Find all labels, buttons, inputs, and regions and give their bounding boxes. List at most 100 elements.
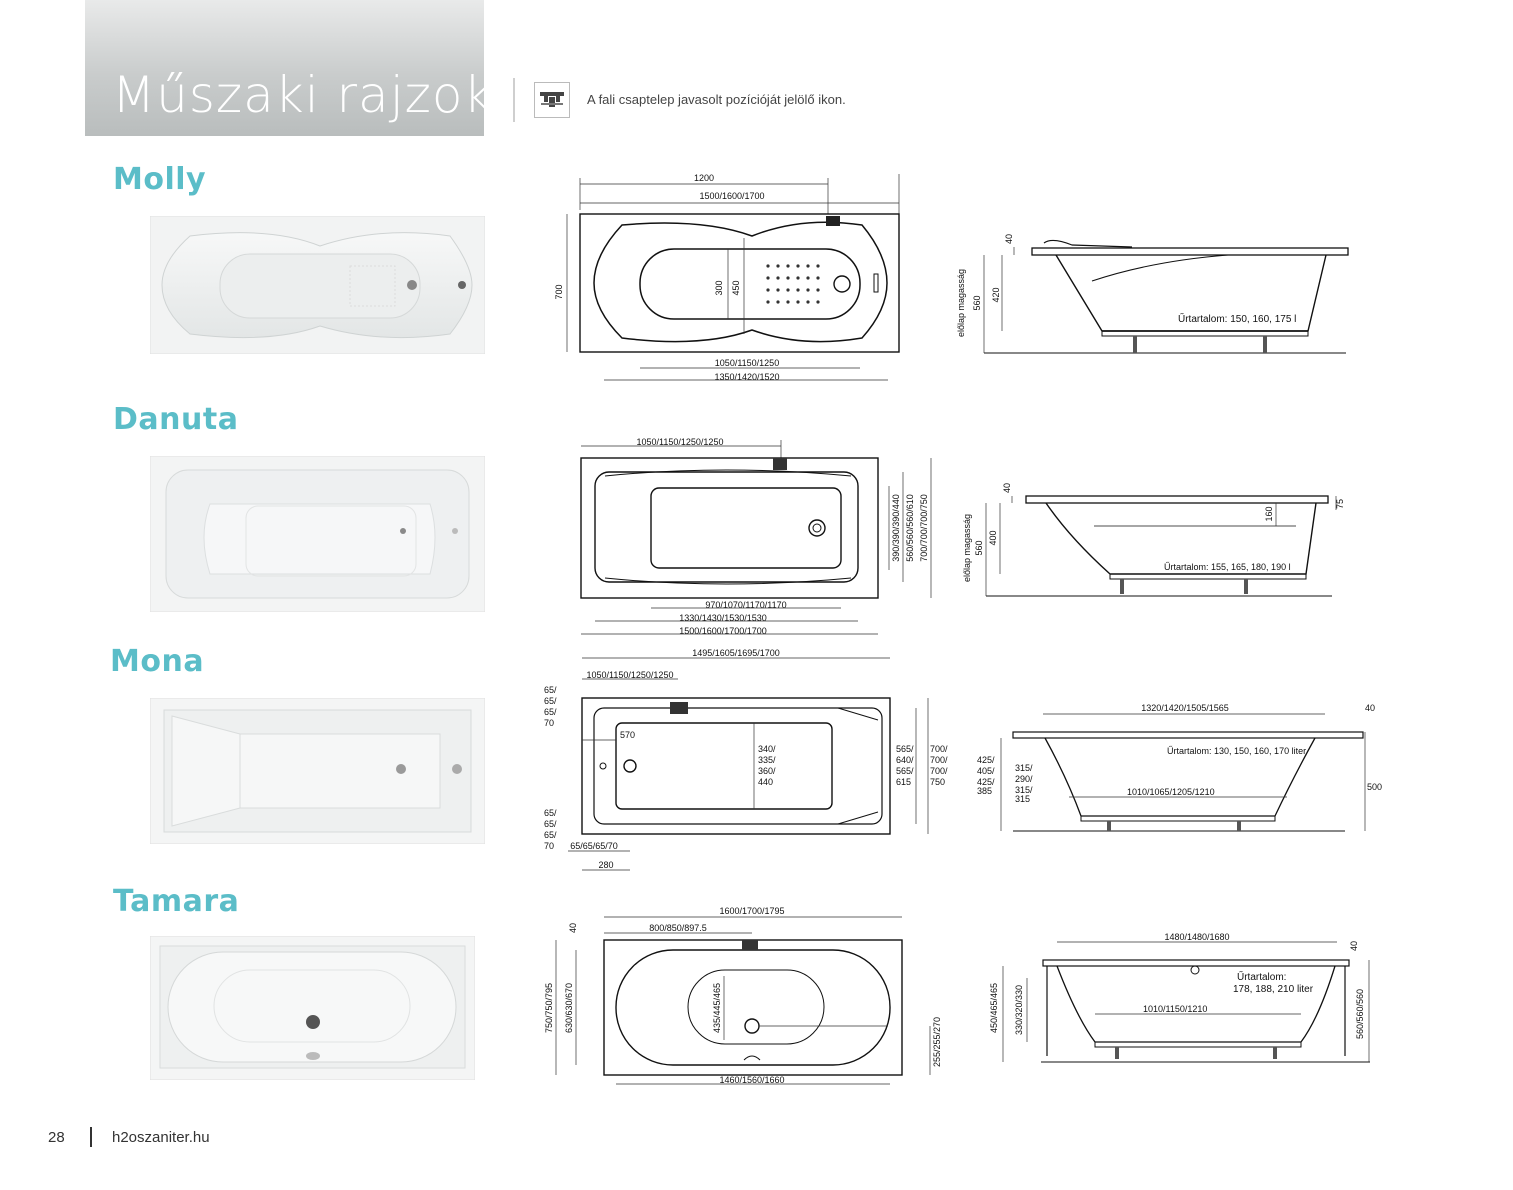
danuta-capacity: Űrtartalom: 155, 165, 180, 190 l xyxy=(1164,562,1291,572)
danuta-side-drawing: 40 400 560 előlap magasság 160 75 Űrtart… xyxy=(960,478,1350,608)
dim-tamara-t1: 40 xyxy=(568,923,578,933)
dim-mona-side-bottom: 1010/1065/1205/1210 xyxy=(1127,787,1215,797)
molly-top-drawing: 1200 1500/1600/1700 700 300 450 1050/115… xyxy=(552,170,912,390)
model-name-molly: Molly xyxy=(113,162,207,197)
tamara-top-drawing: 1600/1700/1795 800/850/897.5 40 750/750/… xyxy=(542,900,962,1100)
dim-mona-l8: 70 xyxy=(544,841,554,851)
dim-mona-side-r1: 500 xyxy=(1367,782,1382,792)
model-name-mona: Mona xyxy=(110,644,205,679)
dim-danuta-side-40: 40 xyxy=(1002,483,1012,493)
dim-mona-l4: 70 xyxy=(544,718,554,728)
dim-tamara-side-v3: 560/560/560 xyxy=(1355,989,1365,1039)
dim-mona-side-g2: 290/ xyxy=(1015,774,1033,784)
dim-tamara-side-bottom: 1010/1150/1210 xyxy=(1143,1004,1207,1014)
dim-mona-top-2: 1050/1150/1250/1250 xyxy=(587,670,674,680)
mona-side-drawing: 1320/1420/1505/1565 40 Űrtartalom: 130, … xyxy=(975,698,1395,843)
dim-tamara-bottom: 1460/1560/1660 xyxy=(719,1075,784,1085)
dim-molly-side-560: 560 xyxy=(972,295,982,310)
dim-molly-width: 700 xyxy=(554,284,564,299)
dim-mona-r1: 565/ xyxy=(896,744,914,754)
front-height-label: előlap magasság xyxy=(956,269,966,337)
dim-mona-l2: 65/ xyxy=(544,696,557,706)
dim-danuta-b1: 970/1070/1170/1170 xyxy=(705,600,786,610)
dim-mona-i2: 335/ xyxy=(758,755,776,765)
tamara-capacity-values: 178, 188, 210 liter xyxy=(1233,984,1314,995)
dim-molly-side-420: 420 xyxy=(991,287,1001,302)
dim-danuta-side-75: 75 xyxy=(1335,499,1345,509)
dim-mona-side-h1: 425/ xyxy=(977,755,995,765)
dim-tamara-side-top: 1480/1480/1680 xyxy=(1164,932,1229,942)
dim-molly-bottom-2: 1350/1420/1520 xyxy=(714,372,779,382)
dim-mona-r2: 640/ xyxy=(896,755,914,765)
wall-faucet-icon xyxy=(534,82,570,118)
dim-mona-side-h2: 405/ xyxy=(977,766,995,776)
dim-mona-b1: 65/65/65/70 xyxy=(570,841,618,851)
dim-danuta-side-400: 400 xyxy=(988,530,998,545)
dim-mona-s2: 700/ xyxy=(930,755,948,765)
dim-tamara-side-v1: 450/465/465 xyxy=(989,983,999,1033)
mona-capacity: Űrtartalom: 130, 150, 160, 170 liter xyxy=(1167,746,1306,756)
dim-tamara-top-2: 800/850/897.5 xyxy=(649,923,707,933)
dim-mona-r3: 565/ xyxy=(896,766,914,776)
dim-mona-l1: 65/ xyxy=(544,685,557,695)
dim-tamara-side-40: 40 xyxy=(1349,941,1359,951)
dim-mona-b2: 280 xyxy=(598,860,613,870)
dim-mona-side-top: 1320/1420/1505/1565 xyxy=(1141,703,1229,713)
dim-danuta-v2: 560/560/560/610 xyxy=(905,494,915,562)
molly-capacity: Űrtartalom: 150, 160, 175 l xyxy=(1178,311,1296,325)
dim-danuta-side-160: 160 xyxy=(1264,506,1274,521)
dim-mona-l3: 65/ xyxy=(544,707,557,717)
dim-molly-inner-300: 300 xyxy=(714,280,724,295)
dim-danuta-side-560: 560 xyxy=(974,540,984,555)
dim-mona-l7: 65/ xyxy=(544,830,557,840)
molly-bathtub-photo xyxy=(149,215,486,359)
dim-tamara-v2: 630/630/670 xyxy=(564,983,574,1033)
dim-mona-side-h3: 425/ xyxy=(977,777,995,787)
page-number: 28 xyxy=(48,1129,65,1146)
dim-molly-inner-450: 450 xyxy=(731,280,741,295)
dim-mona-side-40: 40 xyxy=(1365,703,1375,713)
dim-danuta-b2: 1330/1430/1530/1530 xyxy=(679,613,767,623)
website-link[interactable]: h2oszaniter.hu xyxy=(112,1129,210,1146)
dim-tamara-top: 1600/1700/1795 xyxy=(719,906,784,916)
dim-tamara-v4: 255/255/270 xyxy=(932,1017,942,1067)
dim-molly-length-inner: 1200 xyxy=(694,173,714,183)
front-height-label: előlap magasság xyxy=(962,514,972,582)
dim-mona-s1: 700/ xyxy=(930,744,948,754)
dim-mona-r4: 615 xyxy=(896,777,911,787)
dim-mona-l6: 65/ xyxy=(544,819,557,829)
model-name-tamara: Tamara xyxy=(113,884,240,919)
dim-tamara-side-v2: 330/320/330 xyxy=(1014,985,1024,1035)
molly-side-drawing: 40 420 560 előlap magasság Űrtartalom: 1… xyxy=(952,225,1352,365)
dim-mona-l5: 65/ xyxy=(544,808,557,818)
danuta-top-drawing: 1050/1150/1250/1250 390/390/390/440 560/… xyxy=(575,436,945,646)
dim-danuta-v3: 700/700/700/750 xyxy=(919,494,929,562)
dim-molly-bottom-1: 1050/1150/1250 xyxy=(715,358,779,368)
dim-molly-length: 1500/1600/1700 xyxy=(699,191,764,201)
dim-mona-side-g1: 315/ xyxy=(1015,763,1033,773)
dim-tamara-v3: 435/445/465 xyxy=(712,983,722,1033)
dim-mona-s3: 700/ xyxy=(930,766,948,776)
mona-top-drawing: 1495/1605/1695/1700 1050/1150/1250/1250 … xyxy=(538,646,958,883)
dim-tamara-v1: 750/750/795 xyxy=(544,983,554,1033)
legend-text: A fali csaptelep javasolt pozícióját jel… xyxy=(587,92,846,107)
page-title: Műszaki rajzok xyxy=(112,66,494,124)
tamara-bathtub-photo xyxy=(149,935,476,1085)
model-name-danuta: Danuta xyxy=(113,402,239,437)
dim-mona-side-h4: 385 xyxy=(977,786,992,796)
header-banner xyxy=(85,0,484,136)
dim-mona-top: 1495/1605/1695/1700 xyxy=(692,648,780,658)
dim-mona-side-g4: 315 xyxy=(1015,794,1030,804)
tamara-side-drawing: 1480/1480/1680 40 Űrtartalom: 178, 188, … xyxy=(985,928,1380,1073)
dim-mona-570: 570 xyxy=(620,730,635,740)
dim-danuta-b3: 1500/1600/1700/1700 xyxy=(679,626,767,636)
dim-mona-i3: 360/ xyxy=(758,766,776,776)
footer-divider xyxy=(90,1127,92,1147)
dim-mona-s4: 750 xyxy=(930,777,945,787)
dim-mona-i1: 340/ xyxy=(758,744,776,754)
tamara-capacity-label: Űrtartalom: xyxy=(1237,969,1286,983)
dim-mona-side-g3: 315/ xyxy=(1015,785,1033,795)
dim-danuta-v1: 390/390/390/440 xyxy=(891,494,901,562)
danuta-bathtub-photo xyxy=(149,455,486,617)
legend-divider xyxy=(513,78,515,122)
